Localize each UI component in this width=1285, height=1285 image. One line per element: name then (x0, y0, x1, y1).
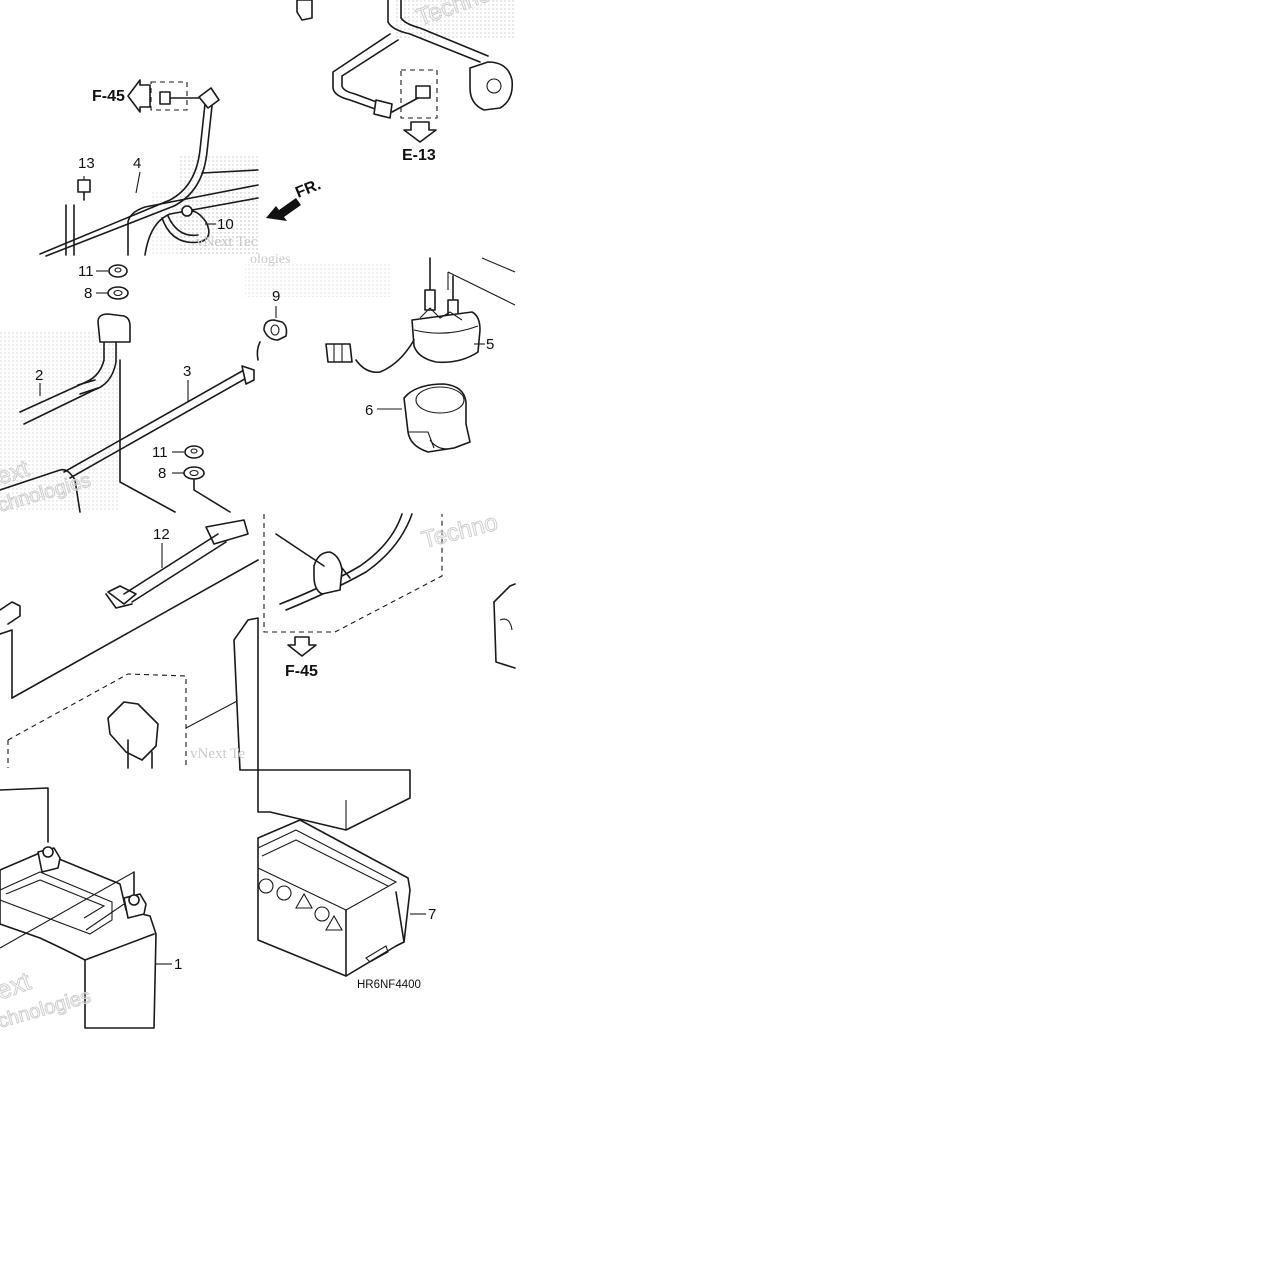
tile-lower-right: F-45 Techno (263, 508, 516, 680)
watermark-5: vNext Te (190, 746, 245, 762)
callout-12: 12 (153, 526, 170, 543)
callout-7: 7 (428, 906, 436, 923)
ref-arrow-left-icon (127, 79, 151, 113)
front-label: FR. (293, 176, 323, 201)
tile-middle-right: 5 6 (325, 257, 516, 453)
ref-f45-bottom: F-45 (285, 663, 318, 680)
callout-4: 4 (133, 155, 141, 172)
callout-6: 6 (365, 402, 373, 419)
watermark-2: ext (0, 965, 35, 1005)
callout-11-lower: 11 (152, 444, 168, 461)
bolt-box-e13 (400, 69, 438, 119)
ref-e13: E-13 (402, 147, 436, 164)
callout-3: 3 (183, 363, 191, 380)
watermark-1: vNext Tec (196, 234, 258, 250)
tile-top-right: E-13 Technologies (296, 0, 554, 164)
ref-arrow-down-icon-2 (287, 636, 317, 657)
callout-2: 2 (35, 367, 43, 384)
diagram-code: HR6NF4400 (357, 979, 421, 991)
callout-9: 9 (272, 288, 280, 305)
callout-8-lower: 8 (158, 465, 166, 482)
callout-10: 10 (217, 216, 234, 233)
callout-13: 13 (78, 155, 95, 172)
ref-f45-top: F-45 (92, 88, 125, 105)
watermark-4: Techno (419, 509, 501, 554)
front-arrow-icon (266, 198, 301, 221)
tile-top-left: F-45 13 4 10 FR. vNext Tec (39, 79, 323, 257)
callout-11-upper: 11 (78, 263, 94, 280)
callout-8-upper: 8 (84, 285, 92, 302)
bolt-box (150, 81, 188, 111)
tile-bottom-right: 7 HR6NF4400 (257, 769, 436, 991)
callout-1: 1 (174, 956, 182, 973)
callout-5: 5 (486, 336, 494, 353)
tile-middle-left: 11 8 2 3 9 11 8 (0, 252, 390, 517)
tile-lower-left: 12 vNext Te (0, 519, 259, 771)
ref-arrow-down-icon (403, 121, 437, 143)
watermark-6: ologies (250, 252, 290, 267)
tile-bottom-left: 1 ext chnologies (0, 787, 182, 1033)
